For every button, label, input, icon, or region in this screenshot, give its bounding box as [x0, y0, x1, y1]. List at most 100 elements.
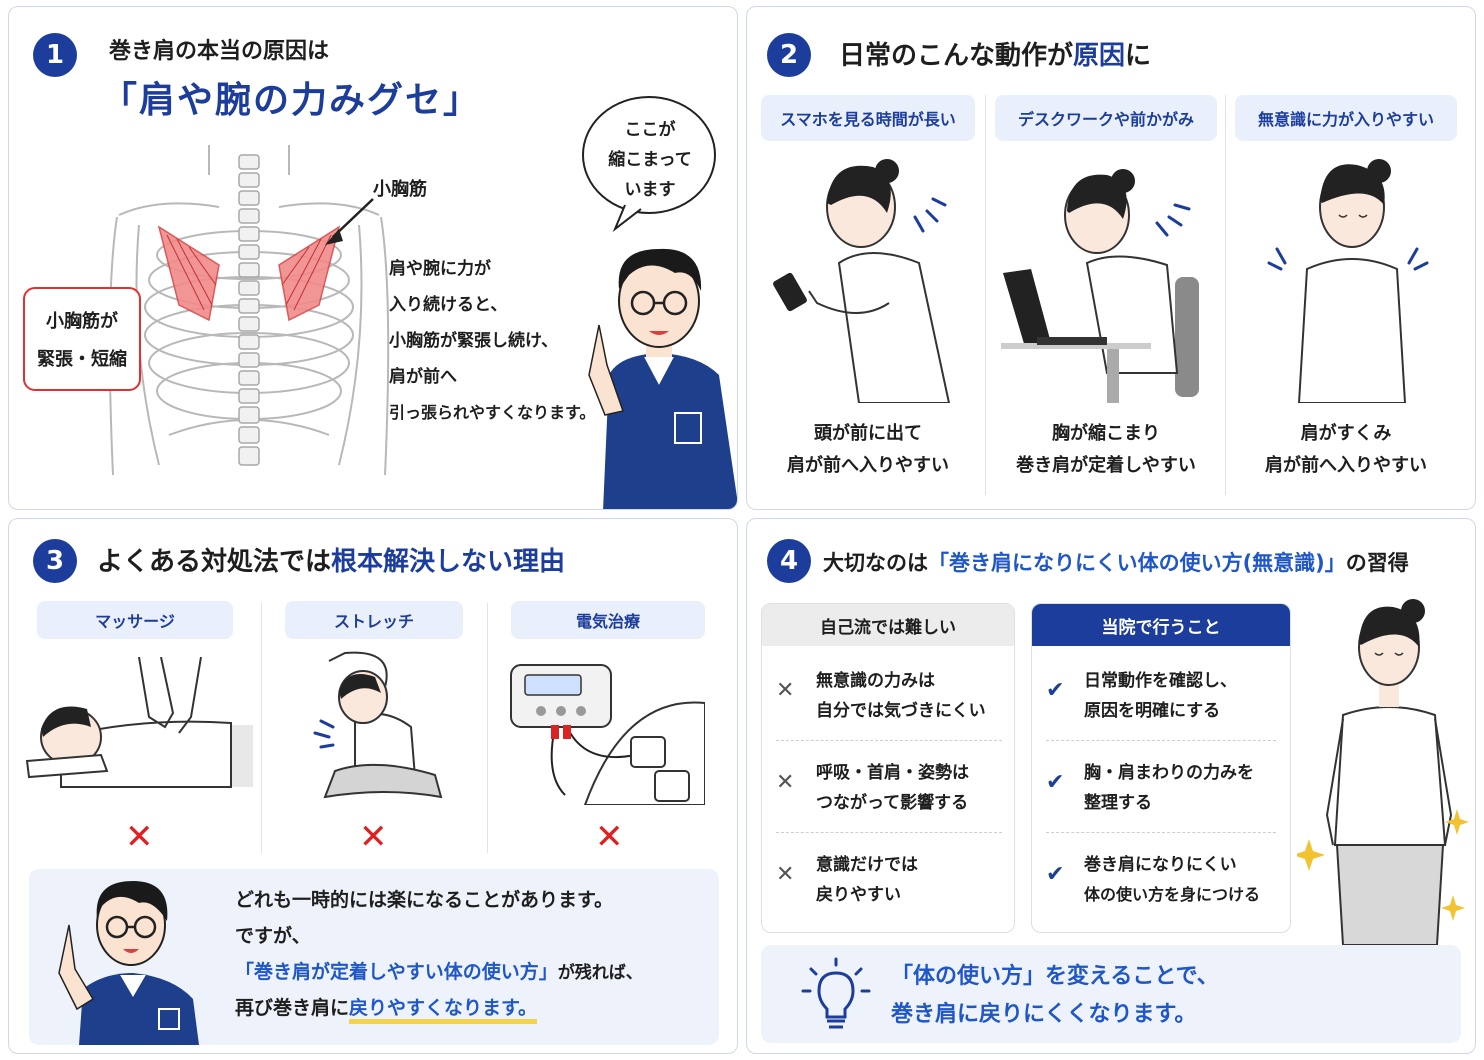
bubble-line1: ここが [624, 120, 676, 140]
clinic-item-2-line2: 整理する [1084, 793, 1152, 813]
x-icon: ✕ [776, 862, 795, 887]
panel-title-highlight: 「巻き肩になりにくい体の使い方(無意識)」 [928, 551, 1346, 575]
explain-line-3: 小胸筋が緊張し続け、 [389, 331, 559, 351]
column-divider [985, 95, 986, 495]
item-divider [776, 832, 1002, 833]
cause-result-2-line2: 巻き肩が定着しやすい [1016, 455, 1196, 476]
x-icon: ✕ [776, 678, 795, 703]
note-line4: 再び巻き肩に戻りやすくなります。 [235, 991, 538, 1025]
self-item-2-line2: つながって影響する [816, 793, 969, 813]
x-icon: ✕ [776, 770, 795, 795]
cause-pill-deskwork: デスクワークや前かがみ [995, 95, 1217, 141]
panel-title: 日常のこんな動作が原因に [839, 35, 1151, 72]
panel-title-post: に [1125, 41, 1152, 71]
check-icon: ✔ [1046, 862, 1065, 887]
ribcage-illustration [108, 145, 390, 475]
explain-line-1: 肩や腕に力が [389, 259, 491, 279]
note-line4-pre: 再び巻き肩に [235, 997, 350, 1019]
panel-title-pre: 大切なのは [823, 551, 928, 575]
speech-bubble [582, 96, 716, 233]
panel-title-highlight: 原因 [1073, 41, 1126, 71]
muscle-pointer-arrow [325, 198, 374, 245]
stretch-illustration [313, 651, 443, 799]
panel-title-pre: 日常のこんな動作が [839, 41, 1074, 71]
check-icon: ✔ [1046, 678, 1065, 703]
muscle-label: 小胸筋 [373, 179, 427, 200]
panel-title: 大切なのは「巻き肩になりにくい体の使い方(無意識)」の習得 [823, 547, 1409, 577]
note-box: どれも一時的には楽になることがあります。 ですが、 「巻き肩が定着しやすい体の使… [29, 869, 719, 1045]
self-item-1-line2: 自分では気づきにくい [816, 701, 986, 721]
smartphone-woman-illustration [773, 159, 951, 403]
self-item-2-line1: 呼吸・首肩・姿勢は [816, 763, 969, 783]
panel-common-remedies: 3 よくある対処法では根本解決しない理由 マッサージ ストレッチ 電気治療 ✕ … [8, 518, 738, 1054]
step-number-badge: 1 [33, 33, 77, 77]
cause-pill-unconscious: 無意識に力が入りやすい [1235, 95, 1457, 141]
self-method-card: 自己流では難しい ✕ 無意識の力みは 自分では気づきにくい ✕ 呼吸・首肩・姿勢… [761, 603, 1015, 933]
clinic-item-1-line1: 日常動作を確認し、 [1084, 671, 1237, 691]
note-line2: ですが、 [235, 925, 311, 947]
cause-result-1-line1: 頭が前に出て [814, 423, 922, 444]
method-pill-massage: マッサージ [37, 601, 233, 639]
check-icon: ✔ [1046, 770, 1065, 795]
panel-title-pre: よくある対処法では [97, 547, 332, 577]
note-line4-highlight: 戻りやすくなります。 [349, 997, 538, 1024]
massage-illustration [25, 657, 253, 788]
self-item-1-line1: 無意識の力みは [816, 671, 935, 691]
panel-title: よくある対処法では根本解決しない理由 [97, 541, 565, 578]
clinic-method-header: 当院で行うこと [1032, 604, 1290, 646]
column-divider [487, 603, 488, 853]
panel-title-post: の習得 [1345, 551, 1409, 575]
cause-result-2-line1: 胸が縮こまり [1052, 423, 1160, 444]
item-divider [1046, 740, 1276, 741]
clinic-method-card: 当院で行うこと ✔ 日常動作を確認し、 原因を明確にする ✔ 胸・肩まわりの力み… [1031, 603, 1291, 933]
self-item-3-line2: 戻りやすい [816, 885, 901, 905]
cause-result-3-line2: 肩が前へ入りやすい [1265, 455, 1427, 476]
cause-pill-smartphone: スマホを見る時間が長い [761, 95, 975, 141]
panel-daily-causes: 2 日常のこんな動作が原因に スマホを見る時間が長い デスクワークや前かがみ 無… [746, 6, 1476, 510]
tension-callout-line1: 小胸筋が [46, 311, 118, 332]
method-pill-electric: 電気治療 [511, 601, 705, 639]
item-divider [1046, 832, 1276, 833]
clinic-item-2-line1: 胸・肩まわりの力みを [1084, 763, 1254, 783]
step-number-badge: 3 [33, 539, 77, 583]
bubble-line2: 縮こまって [608, 150, 692, 170]
clinic-item-3-line1: 巻き肩になりにくい [1084, 855, 1237, 875]
self-method-header: 自己流では難しい [762, 604, 1014, 646]
panel-title-line1: 巻き肩の本当の原因は [109, 39, 330, 64]
doctor-pointing-illustration [58, 881, 199, 1045]
bubble-line3: います [624, 180, 676, 200]
column-divider [261, 603, 262, 853]
note-line3-post: が残れば、 [557, 963, 643, 983]
explain-line-5: 引っ張られやすくなります。 [389, 403, 596, 422]
electric-therapy-illustration [510, 664, 705, 805]
ineffective-x-stretch: ✕ [359, 817, 388, 857]
doctor-illustration [588, 248, 737, 509]
tension-callout-line2: 緊張・短縮 [37, 349, 127, 370]
tense-shoulders-woman-illustration [1267, 159, 1429, 403]
step-number-badge: 2 [767, 33, 811, 77]
conclusion-line2: 巻き肩に戻りにくくなります。 [891, 1002, 1197, 1027]
self-item-3-line1: 意識だけでは [816, 855, 918, 875]
column-divider [1225, 95, 1226, 495]
explain-line-2: 入り続けると、 [389, 295, 508, 315]
panel-title-line2: 「肩や腕の力みグセ」 [101, 80, 482, 121]
clinic-item-3-line2: 体の使い方を身につける [1084, 885, 1261, 904]
conclusion-line1: 「体の使い方」を変えることで、 [891, 964, 1219, 989]
clinic-item-1-line2: 原因を明確にする [1084, 701, 1221, 721]
conclusion-banner: 「体の使い方」を変えることで、 巻き肩に戻りにくくなります。 [761, 945, 1461, 1043]
item-divider [776, 740, 1002, 741]
ineffective-x-electric: ✕ [595, 817, 624, 857]
panel-title-highlight: 根本解決しない理由 [331, 547, 566, 577]
cause-result-1-line2: 肩が前へ入りやすい [787, 455, 949, 476]
panel-cause: 1 巻き肩の本当の原因は 「肩や腕の力みグセ」 [8, 6, 738, 510]
panel-body-usage: 4 大切なのは「巻き肩になりにくい体の使い方(無意識)」の習得 自己流では難しい… [746, 518, 1476, 1054]
step-number-badge: 4 [767, 539, 811, 583]
note-highlight: 「巻き肩が定着しやすい体の使い方」 [235, 961, 558, 983]
deskwork-woman-illustration [1001, 169, 1199, 403]
note-line1: どれも一時的には楽になることがあります。 [235, 889, 614, 911]
cause-result-3-line1: 肩がすくみ [1300, 423, 1392, 444]
good-posture-woman-illustration [1297, 599, 1469, 945]
method-pill-stretch: ストレッチ [285, 601, 463, 639]
note-line3: 「巻き肩が定着しやすい体の使い方」が残れば、 [235, 955, 643, 990]
ineffective-x-massage: ✕ [125, 817, 154, 857]
